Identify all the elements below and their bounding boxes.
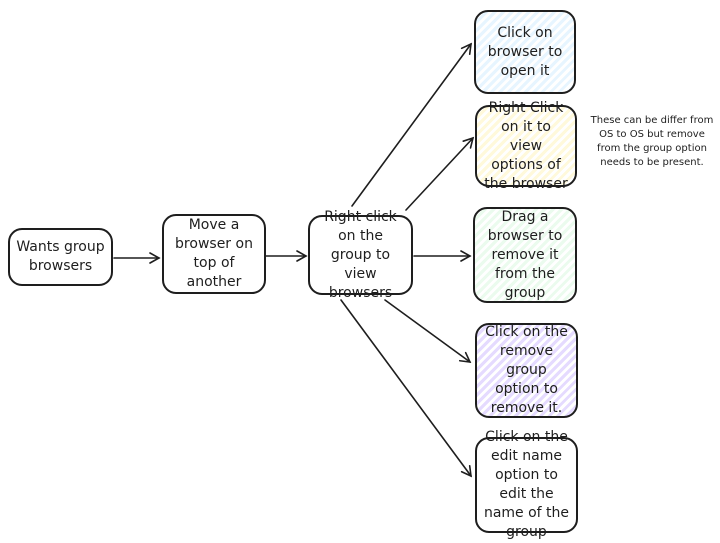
node-right-click-group: Right click on the group to view browser… (308, 209, 413, 301)
node-right-click-group-label: Right click on the group to view browser… (324, 208, 397, 301)
os-note: These can be differ from OS to OS but re… (590, 115, 714, 168)
node-click-open: Click on browser to open it (474, 10, 576, 94)
node-drag-remove-label: Drag a browser to remove it from the gro… (487, 208, 563, 301)
node-right-click-options-label: Right Click on it to view options of the… (484, 99, 568, 192)
arrow-to-click-open (351, 42, 472, 207)
node-click-open-label: Click on browser to open it (487, 24, 563, 79)
node-drag-remove: Drag a browser to remove it from the gro… (473, 207, 577, 303)
node-right-click-options: Right Click on it to view options of the… (475, 100, 577, 192)
node-move-browser: Move a browser on top of another (162, 214, 266, 294)
node-wants-group-label: Wants group browsers (16, 239, 105, 274)
node-remove-group-label: Click on the remove group option to remo… (485, 324, 568, 416)
node-edit-name: Click on the edit name option to edit th… (475, 429, 578, 540)
node-wants-group: Wants group browsers (8, 228, 113, 286)
arrow-to-right-click-options (405, 136, 475, 211)
node-move-browser-label: Move a browser on top of another (175, 217, 253, 290)
node-edit-name-label: Click on the edit name option to edit th… (483, 429, 570, 540)
node-remove-group: Click on the remove group option to remo… (475, 323, 578, 418)
arrow-to-edit-name (340, 299, 472, 478)
arrow-to-remove-group (384, 299, 472, 363)
